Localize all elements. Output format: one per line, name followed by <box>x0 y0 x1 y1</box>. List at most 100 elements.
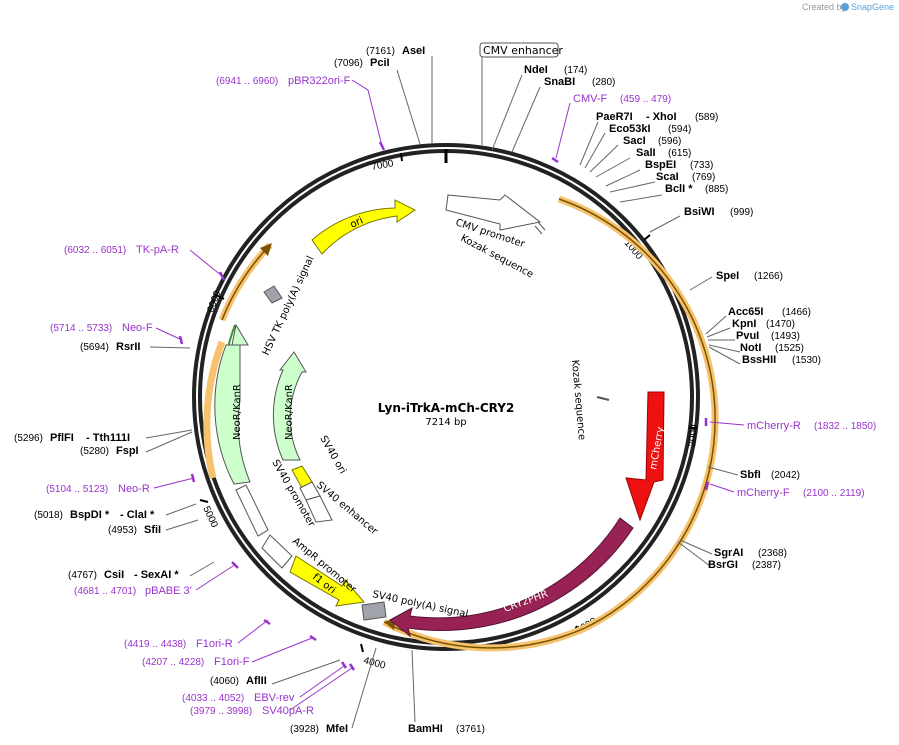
svg-text:BclI *: BclI * <box>665 183 693 195</box>
svg-text:(459 .. 479): (459 .. 479) <box>620 94 671 105</box>
enzyme-label-sali: SalI (615) <box>636 147 691 159</box>
svg-text:(7161): (7161) <box>366 46 395 57</box>
svg-text:F1ori-R: F1ori-R <box>196 638 233 650</box>
svg-text:NdeI: NdeI <box>524 64 548 76</box>
enzyme-label-pflfi: (5296) PflFI - Tth111I <box>14 432 130 444</box>
enzyme-label-csii: (4767)CsiI- SexAI * <box>68 569 179 581</box>
enzyme-label-bsrgi: BsrGI(2387) <box>708 559 781 571</box>
svg-text:(4207 .. 4228): (4207 .. 4228) <box>142 657 204 668</box>
svg-text:PflFI: PflFI <box>50 432 74 444</box>
svg-text:(5018): (5018) <box>34 510 63 521</box>
svg-text:4000: 4000 <box>362 655 387 671</box>
svg-text:(1266): (1266) <box>754 271 783 282</box>
svg-text:NotI: NotI <box>740 342 761 354</box>
svg-text:(2387): (2387) <box>752 560 781 571</box>
primer-label-pbabe3: (4681 .. 4701)pBABE 3' <box>74 585 192 597</box>
svg-text:(3928): (3928) <box>290 724 319 735</box>
svg-text:AflII: AflII <box>246 675 267 687</box>
svg-text:FspI: FspI <box>116 445 139 457</box>
svg-text:(999): (999) <box>730 207 753 218</box>
enzyme-label-bsshii: BssHII (1530) <box>742 354 821 366</box>
svg-text:(5694): (5694) <box>80 342 109 353</box>
svg-text:EBV-rev: EBV-rev <box>254 692 295 704</box>
sv40-polya-box <box>361 601 387 621</box>
svg-text:(4033 .. 4052): (4033 .. 4052) <box>182 693 244 704</box>
tick-7000: 7000 <box>371 152 403 173</box>
tick-4000: 4000 <box>360 643 387 672</box>
svg-text:(2042): (2042) <box>771 470 800 481</box>
svg-text:(5714 .. 5733): (5714 .. 5733) <box>50 323 112 334</box>
svg-text:BssHII: BssHII <box>742 354 776 366</box>
enzyme-label-acc65i: Acc65I(1466) <box>728 306 811 318</box>
svg-text:- ClaI *: - ClaI * <box>120 509 155 521</box>
svg-text:SbfI: SbfI <box>740 469 761 481</box>
backbone-inner-ring <box>198 149 694 645</box>
kozak-mark-2 <box>596 396 610 401</box>
svg-text:- Tth111I: - Tth111I <box>86 432 130 444</box>
svg-text:F1ori-F: F1ori-F <box>214 656 250 668</box>
svg-text:(1832 .. 1850): (1832 .. 1850) <box>814 421 876 432</box>
svg-text:PaeR7I: PaeR7I <box>596 111 633 123</box>
svg-text:BamHI: BamHI <box>408 723 443 735</box>
svg-text:Neo-F: Neo-F <box>122 322 153 334</box>
svg-text:TK-pA-R: TK-pA-R <box>136 244 179 256</box>
svg-text:(1466): (1466) <box>782 307 811 318</box>
svg-text:SfiI: SfiI <box>144 524 161 536</box>
svg-text:(5296): (5296) <box>14 433 43 444</box>
svg-text:(5280): (5280) <box>80 446 109 457</box>
svg-text:(7096): (7096) <box>334 58 363 69</box>
svg-text:RsrII: RsrII <box>116 341 140 353</box>
enzyme-label-pvui: PvuI(1493) <box>736 330 800 342</box>
svg-text:BspEI: BspEI <box>645 159 676 171</box>
enzyme-label-aflii: (4060)AflII <box>210 675 267 687</box>
primer-label-tk-pa-r: (6032 .. 6051)TK-pA-R <box>64 244 179 256</box>
svg-text:(1493): (1493) <box>771 331 800 342</box>
hsv-tk-label: HSV TK poly(A) signal <box>261 254 317 357</box>
svg-text:pBR322ori-F: pBR322ori-F <box>288 75 351 87</box>
enzyme-label-eco53ki: Eco53kI(594) <box>609 123 691 135</box>
svg-text:(2100 .. 2119): (2100 .. 2119) <box>803 488 865 499</box>
primer-markers <box>178 141 710 671</box>
svg-text:(6941 .. 6960): (6941 .. 6960) <box>216 76 278 87</box>
mcherry-arrow <box>625 391 665 522</box>
snapgene-logo-icon <box>841 3 849 11</box>
svg-text:Neo-R: Neo-R <box>118 483 150 495</box>
primer-label-neo-r: (5104 .. 5123)Neo-R <box>46 483 150 495</box>
enzyme-label-sgrai: SgrAI(2368) <box>714 547 787 559</box>
cmv-promoter-arrow <box>445 194 542 231</box>
svg-text:CsiI: CsiI <box>104 569 124 581</box>
enzyme-label-ndei: NdeI(174) <box>524 64 587 76</box>
cmv-enhancer-label: CMV enhancer <box>483 44 563 57</box>
neor-inner-label: NeoR/KanR <box>284 384 295 440</box>
svg-text:(1530): (1530) <box>792 355 821 366</box>
cry2phr-arrow <box>389 517 634 638</box>
primer-label-f1ori-f: (4207 .. 4228) F1ori-F <box>142 656 250 668</box>
credit-brand: SnapGene <box>851 2 894 12</box>
svg-text:MfeI: MfeI <box>326 723 348 735</box>
svg-text:(1525): (1525) <box>775 343 804 354</box>
svg-text:(4953): (4953) <box>108 525 137 536</box>
enzyme-label-spei: SpeI(1266) <box>716 270 783 282</box>
svg-text:(615): (615) <box>668 148 691 159</box>
enzyme-label-bamhi: BamHI(3761) <box>408 723 485 735</box>
primer-label-sv40pa-r: (3979 .. 3998)SV40pA-R <box>190 705 314 717</box>
enzyme-label-snabi: SnaBI(280) <box>544 76 615 88</box>
ori-arrow <box>311 199 416 255</box>
svg-text:SalI: SalI <box>636 147 656 159</box>
svg-text:(4419 .. 4438): (4419 .. 4438) <box>124 639 186 650</box>
svg-text:(2368): (2368) <box>758 548 787 559</box>
svg-text:(594): (594) <box>668 124 691 135</box>
svg-text:(589): (589) <box>695 112 718 123</box>
svg-text:(3979 .. 3998): (3979 .. 3998) <box>190 706 252 717</box>
svg-text:7000: 7000 <box>371 158 395 173</box>
primer-label-mcherry-f: mCherry-F(2100 .. 2119) <box>737 487 865 499</box>
svg-text:mCherry-R: mCherry-R <box>747 420 801 432</box>
svg-text:(733): (733) <box>690 160 713 171</box>
enzyme-label-asei: (7161)AseI <box>366 45 425 57</box>
svg-text:CMV-F: CMV-F <box>573 93 608 105</box>
ori-label: ori <box>349 215 365 230</box>
sv40-ori-label: SV40 ori <box>317 434 348 476</box>
tick-2000: 2000 <box>687 424 700 448</box>
enzyme-label-bspdi: (5018)BspDI *- ClaI * <box>34 509 155 521</box>
